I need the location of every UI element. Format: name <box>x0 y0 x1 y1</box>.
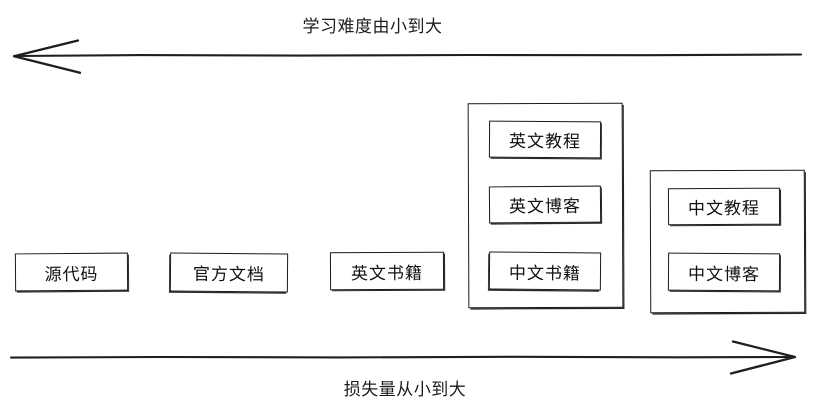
node-source-code[interactable]: 源代码 <box>14 252 129 292</box>
node-english-blog[interactable]: 英文博客 <box>488 185 602 224</box>
node-label: 中文教程 <box>687 198 761 220</box>
node-english-books[interactable]: 英文书籍 <box>329 251 445 291</box>
node-chinese-blog[interactable]: 中文博客 <box>667 252 781 292</box>
node-label: 英文博客 <box>508 196 582 218</box>
node-label: 中文书籍 <box>508 263 582 284</box>
bottom-axis-arrow <box>9 340 797 375</box>
node-english-tutorial[interactable]: 英文教程 <box>488 120 602 159</box>
node-official-docs[interactable]: 官方文档 <box>169 252 289 293</box>
node-chinese-books[interactable]: 中文书籍 <box>488 251 602 291</box>
node-label: 英文书籍 <box>350 263 424 284</box>
node-label: 源代码 <box>44 264 99 285</box>
node-label: 官方文档 <box>192 264 266 286</box>
node-label: 英文教程 <box>508 131 582 153</box>
node-chinese-tutorial[interactable]: 中文教程 <box>667 187 781 226</box>
top-axis-label: 学习难度由小到大 <box>302 17 443 37</box>
top-axis-arrow <box>12 39 803 74</box>
bottom-axis-label: 损失量从小到大 <box>343 380 467 400</box>
node-label: 中文博客 <box>687 264 761 285</box>
